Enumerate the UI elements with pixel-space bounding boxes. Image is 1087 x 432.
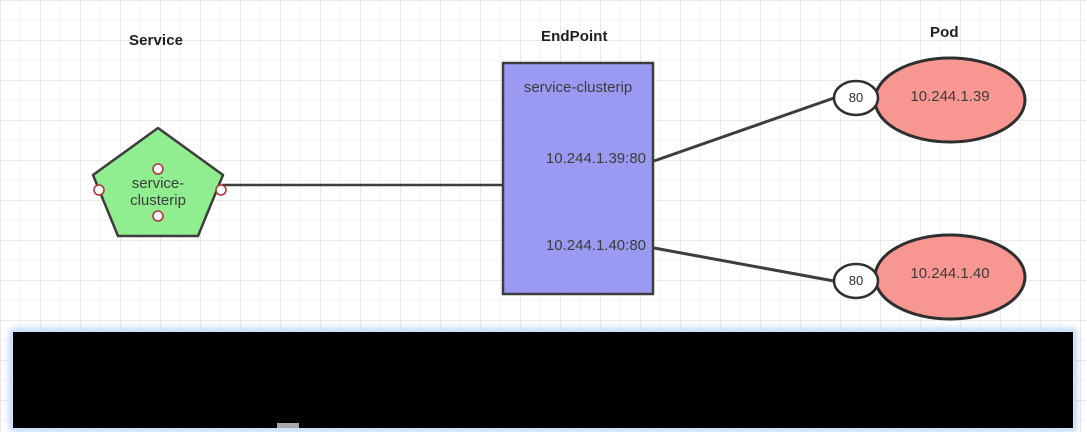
endpoint-entry-2: 10.244.1.40:80: [545, 237, 646, 254]
endpoint-group-title: EndPoint: [541, 28, 608, 45]
terminal-output[interactable]: [root@master ~]# kubectl get endpoints -…: [13, 332, 1073, 428]
terminal-command-line: [root@master ~]# kubectl get endpoints -…: [23, 425, 1073, 428]
service-node-pentagon[interactable]: [91, 126, 225, 238]
service-group-title: Service: [129, 32, 184, 49]
pod-port-label-1: 80: [848, 90, 864, 105]
terminal-window[interactable]: [root@master ~]# kubectl get endpoints -…: [13, 332, 1073, 428]
endpoint-entry-1: 10.244.1.39:80: [545, 150, 646, 167]
edge-endpoint2-to-pod2[interactable]: [653, 246, 835, 283]
pod-label-1: 10.244.1.39: [910, 88, 990, 105]
pod-group-title: Pod: [930, 24, 959, 41]
endpoint-node-box[interactable]: [501, 61, 655, 296]
service-handle-bottom[interactable]: [152, 210, 164, 222]
pod-port-bubble-2[interactable]: [832, 262, 880, 300]
pod-port-bubble-1[interactable]: [832, 79, 880, 117]
pod-label-2: 10.244.1.40: [910, 265, 990, 282]
pod-port-label-2: 80: [848, 273, 864, 288]
service-handle-top[interactable]: [152, 163, 164, 175]
service-handle-right[interactable]: [215, 184, 227, 196]
service-handle-left[interactable]: [93, 184, 105, 196]
service-node-label: service- clusterip: [98, 175, 218, 210]
endpoint-node-title: service-clusterip: [523, 79, 633, 96]
service-node-label-line2: clusterip: [130, 191, 186, 209]
edge-endpoint1-to-pod1[interactable]: [653, 96, 835, 163]
terminal-cursor: [277, 423, 299, 428]
service-node-label-line1: service-: [131, 175, 185, 192]
